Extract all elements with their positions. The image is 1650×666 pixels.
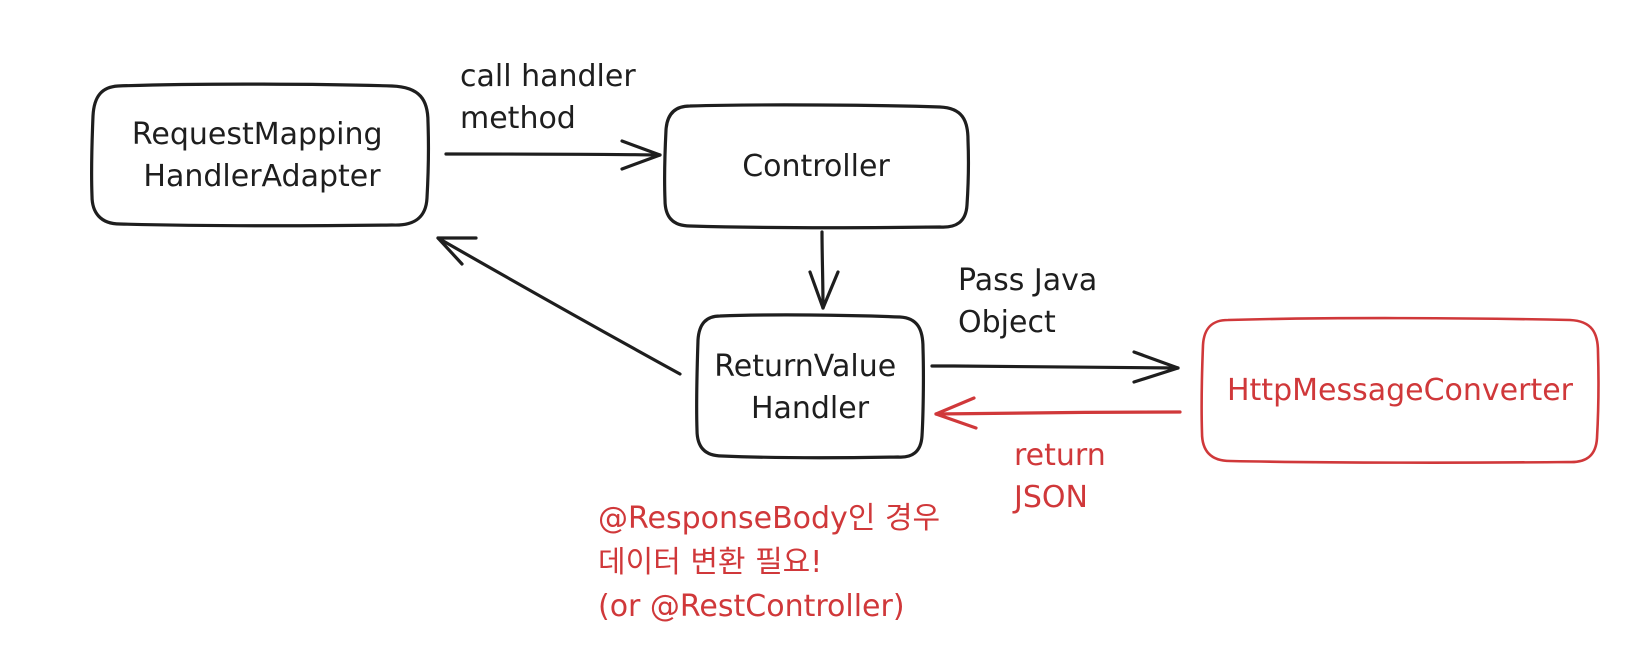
edge-controller-to-return-value-handler [808,230,840,310]
node-return-value-handler-line-1: ReturnValue [714,349,896,384]
node-request-mapping-handler-adapter: RequestMapping HandlerAdapter [89,82,431,228]
node-return-value-handler: ReturnValue Handler [694,313,926,460]
svg-text:@ResponseBody인 경우 데이터 변환: @ResponseBody인 경우 데이터 변환 필요! (or @RestCo… [598,501,950,624]
edge-return-value-handler-to-adapter [436,236,682,376]
edge-call-handler-label-line-2: method [460,101,576,136]
edge-pass-java-object-label-line-2: Object [958,305,1056,340]
edge-controller-to-return-value-handler-arrowhead [808,270,840,310]
node-controller: Controller [662,103,971,230]
edge-return-value-handler-to-converter-arrowhead [1132,350,1180,384]
edge-return-value-handler-to-adapter-line [436,236,682,376]
edge-converter-to-return-value-handler: return JSON [934,396,1182,515]
edge-return-value-handler-to-converter: Pass Java Object [930,263,1180,384]
edge-converter-to-return-value-handler-arrowhead [934,396,978,430]
edge-pass-java-object-label-line-1: Pass Java [958,263,1097,298]
node-request-mapping-handler-adapter-line-1: RequestMapping [132,117,383,152]
edge-return-json-label-line-1: return [1014,438,1106,473]
svg-text:return JSON: return JSON [1012,438,1115,515]
edge-adapter-to-controller: call handler method [444,59,662,171]
svg-text:ReturnValue Handler: ReturnValue Handler [714,349,905,426]
svg-text:RequestMapping HandlerAd: RequestMapping HandlerAdapter [132,117,392,194]
node-return-value-handler-line-2: Handler [751,391,870,426]
node-http-message-converter: HttpMessageConverter [1200,316,1600,464]
edge-controller-to-return-value-handler-line [820,230,825,310]
node-http-message-converter-box [1200,316,1600,464]
edge-return-json-label-line-2: JSON [1012,480,1088,515]
svg-text:Pass Java Object: Pass Java Object [958,263,1107,340]
node-request-mapping-handler-adapter-line-2: HandlerAdapter [143,159,381,194]
edge-converter-to-return-value-handler-line [934,410,1182,416]
annotation-note-line-3: (or @RestController) [598,589,905,624]
edge-return-value-handler-to-converter-line [930,364,1180,370]
annotation-note-line-1: @ResponseBody인 경우 [598,501,940,536]
edge-call-handler-label-line-1: call handler [460,59,636,94]
node-controller-box [662,103,971,230]
node-request-mapping-handler-adapter-box [89,82,431,228]
node-return-value-handler-box [694,313,926,460]
annotation-note-line-2: 데이터 변환 필요! [598,545,822,580]
svg-text:call handler method: call handler method [460,59,645,136]
annotation-note: @ResponseBody인 경우 데이터 변환 필요! (or @RestCo… [598,501,950,624]
edge-adapter-to-controller-arrowhead [620,139,662,171]
node-controller-label: Controller [742,149,890,184]
node-http-message-converter-label: HttpMessageConverter [1227,373,1574,408]
edge-return-value-handler-to-adapter-arrowhead [436,236,478,266]
edge-adapter-to-controller-line [444,152,662,157]
